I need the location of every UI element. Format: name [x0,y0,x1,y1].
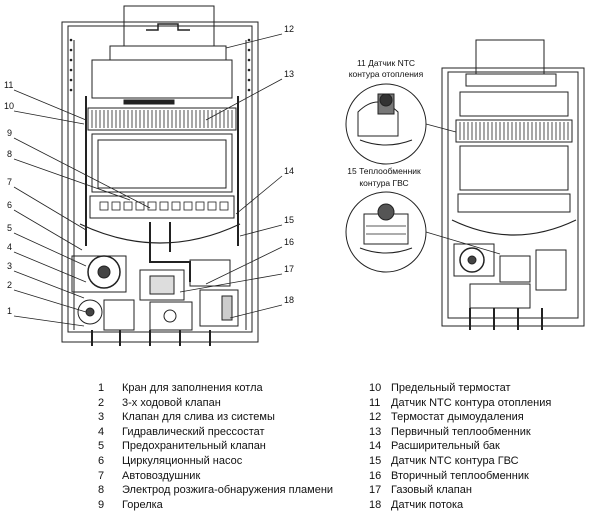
legend-text: Газовый клапан [391,484,472,497]
callout-5: 5 [7,223,12,233]
legend-item: 18 Датчик потока [369,498,551,512]
legend-text: Клапан для слива из системы [122,411,275,424]
legend-text: Горелка [122,498,163,511]
legend-number: 10 [369,382,382,394]
legend-number: 2 [98,396,105,409]
legend-item: 11 Датчик NTC контура отопления [369,396,551,411]
callout-leaders [13,33,283,327]
callout-12: 12 [284,24,294,34]
inset-dhw-exchanger [345,191,501,273]
callout-13: 13 [284,69,294,79]
legend-item: 5 Предохранительный клапан [98,439,333,454]
legend-text: Гидравлический прессостат [122,425,265,438]
legend-number: 4 [98,425,105,438]
legend-number: 9 [98,498,105,511]
legend-text: 3-х ходовой клапан [122,396,221,409]
legend-item: 15 Датчик NTC контура ГВС [369,454,551,469]
callout-18: 18 [284,295,294,305]
legend-number: 1 [98,382,105,394]
legend-item: 10 Предельный термостат [369,381,551,396]
legend-text: Циркуляционный насос [122,454,243,467]
inset-ntc-label-line2: контура отопления [349,69,424,79]
legend-number: 7 [98,469,105,482]
legend-item: 14 Расширительный бак [369,439,551,454]
callout-11: 11 [4,80,13,90]
callout-17: 17 [284,264,294,274]
callout-15: 15 [284,215,294,225]
callout-6: 6 [7,200,12,210]
legend-item: 7 Автовоздушник [98,469,333,484]
legend-text: Датчик потока [391,498,464,511]
callout-14: 14 [284,166,294,176]
callout-1: 1 [7,306,12,316]
legend-item: 16 Вторичный теплообменник [369,469,551,484]
legend-number: 8 [98,484,105,497]
legend-number: 6 [98,454,105,467]
legend-number: 12 [369,411,382,424]
legend-number: 13 [369,425,382,438]
legend-item: 1 Кран для заполнения котла [98,381,333,396]
legend-item: 4 Гидравлический прессостат [98,425,333,440]
legend-item: 12 Термостат дымоудаления [369,410,551,425]
callout-2: 2 [7,280,12,290]
legend-number: 17 [369,484,382,497]
callout-7: 7 [7,177,12,187]
legend-item: 6 Циркуляционный насос [98,454,333,469]
callout-16: 16 [284,237,294,247]
legend-text: Предельный термостат [391,382,511,394]
legend-left: 1 Кран для заполнения котла 2 3-х ходовой … [98,381,333,512]
legend-item: 2 3-х ходовой клапан [98,396,333,411]
inset-dhw-label-line2: контура ГВС [359,178,408,188]
callout-9: 9 [7,128,12,138]
legend-item: 9 Горелка [98,498,333,512]
inset-ntc-heating [345,83,457,165]
secondary-boiler-drawing [441,39,585,330]
legend-number: 16 [369,469,382,482]
legend-number: 15 [369,454,382,467]
legend-text: Расширительный бак [391,440,500,453]
callout-10: 10 [4,101,14,111]
legend-text: Термостат дымоудаления [391,411,524,424]
legend-number: 3 [98,411,105,424]
main-boiler-drawing [61,5,259,346]
legend-text: Первичный теплообменник [391,425,531,438]
legend-item: 13 Первичный теплообменник [369,425,551,440]
legend-number: 5 [98,440,105,453]
legend-text: Датчик NTC контура отопления [391,396,552,409]
legend-item: 17 Газовый клапан [369,483,551,498]
legend-text: Электрод розжига-обнаружения пламени [122,484,334,497]
callout-numbers: 1 2 3 4 5 6 7 8 9 10 11 12 13 14 15 16 1… [4,24,294,316]
legend-text: Автовоздушник [122,469,201,482]
legend-number: 11 [369,396,381,409]
inset-dhw-label-line1: 15 Теплообменник [347,166,421,176]
inset-ntc-label-line1: 11 Датчик NTC [357,58,415,68]
legend-number: 14 [369,440,382,453]
legend-item: 8 Электрод розжига-обнаружения пламени [98,483,333,498]
legend-item: 3 Клапан для слива из системы [98,410,333,425]
callout-3: 3 [7,261,12,271]
legend-text: Датчик NTC контура ГВС [391,454,519,467]
legend-text: Кран для заполнения котла [122,382,263,394]
callout-8: 8 [7,149,12,159]
legend-text: Предохранительный клапан [122,440,266,453]
callout-4: 4 [7,242,12,252]
legend-number: 18 [369,498,382,511]
legend-text: Вторичный теплообменник [391,469,529,482]
